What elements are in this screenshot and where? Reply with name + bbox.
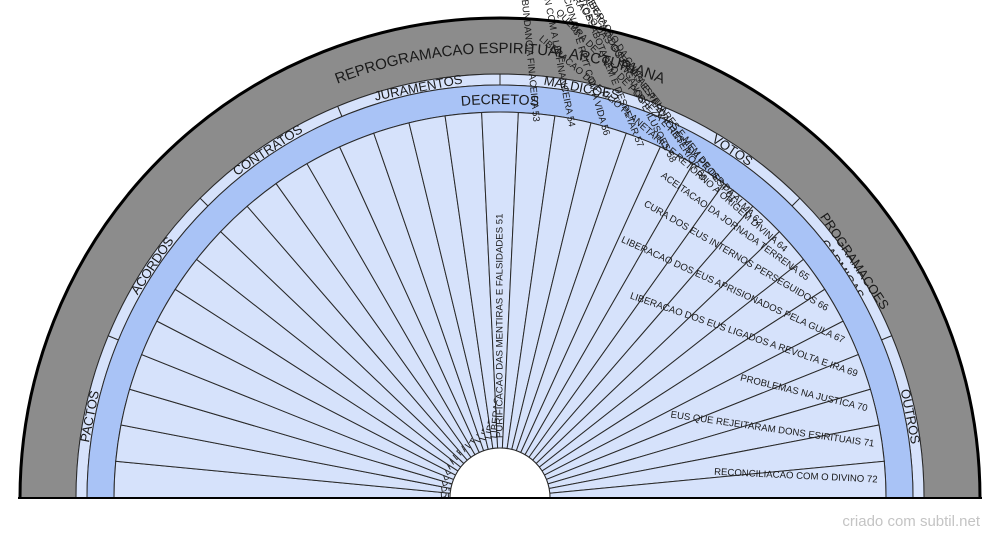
decretos-label: DECRETOS: [460, 91, 540, 109]
outer-ring: REPROGRAMACAO ESPIRITUAL ARCTURIANA: [19, 17, 981, 499]
item-label: PURIFICACAO DAS MENTIRAS E FALSIDADES 51: [495, 214, 506, 438]
item-ring: DISSOLUCAO DE MALDICAO 29DISSOLUCAO PROG…: [18, 0, 982, 501]
credit-text: criado com subtil.net: [842, 513, 980, 530]
outer-outline: [18, 16, 982, 499]
hub: [449, 447, 551, 499]
